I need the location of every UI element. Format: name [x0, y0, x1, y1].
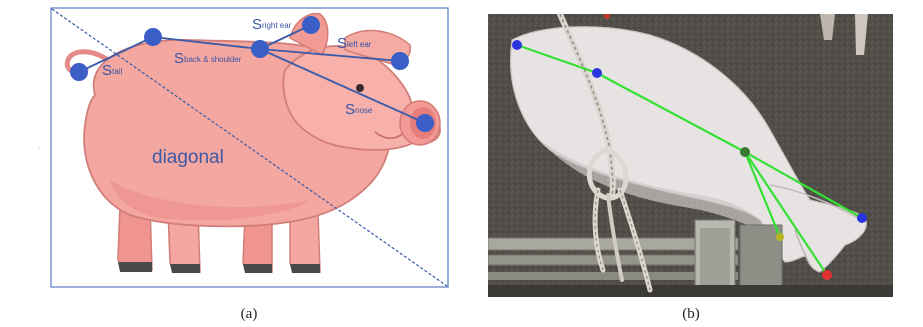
caption-b: (b) [682, 306, 700, 322]
keypoint-left-ear [391, 52, 409, 70]
keypoint-shoulder [251, 40, 269, 58]
keypoint-b-nose [857, 213, 867, 223]
diagonal-label: diagonal [152, 147, 224, 168]
keypoint-right-ear [302, 16, 320, 34]
panel-b: (b) [488, 13, 893, 322]
panel-a: diagonal Stail Sback & shoulder Sright e… [51, 8, 448, 322]
keypoint-back [144, 28, 162, 46]
keypoint-b-top [604, 13, 610, 19]
keypoint-nose [416, 114, 434, 132]
caption-a: (a) [241, 306, 258, 322]
keypoint-b-ear-2 [822, 270, 832, 280]
photo [488, 13, 893, 297]
keypoint-b-back [592, 68, 602, 78]
keypoint-b-shoulder [740, 147, 750, 157]
keypoint-tail [70, 63, 88, 81]
edge-marker: ◦ [37, 143, 40, 153]
keypoint-b-ear-1 [776, 233, 784, 241]
keypoint-b-tail [512, 40, 522, 50]
